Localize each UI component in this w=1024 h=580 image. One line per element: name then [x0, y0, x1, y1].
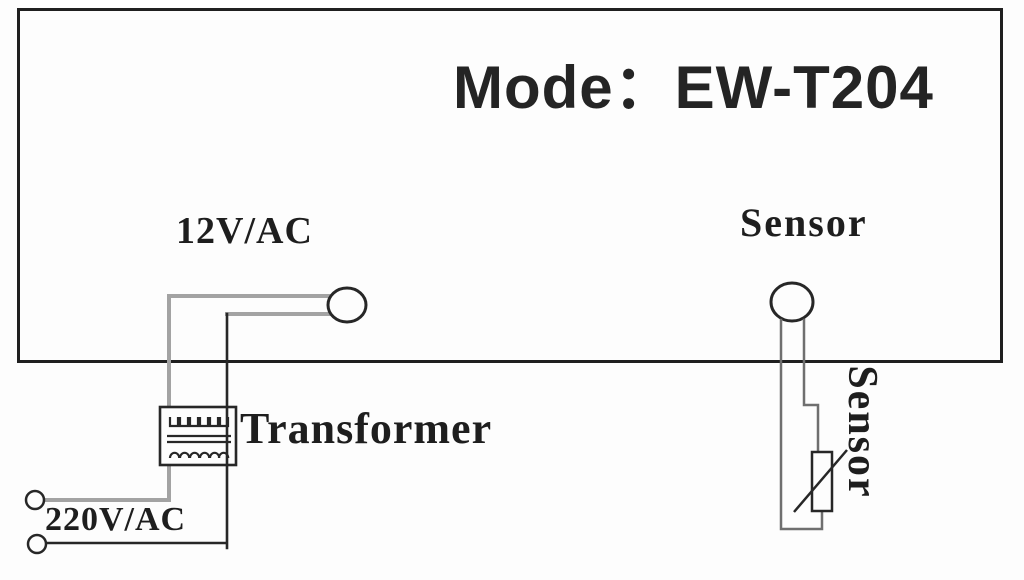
label-transformer: Transformer: [240, 404, 493, 453]
terminal-sensor-circle: [769, 281, 815, 323]
terminals: [24, 281, 815, 555]
thermistor-body: [810, 450, 834, 513]
thermistor-symbol: [793, 449, 848, 513]
sensor-lead-left: [779, 318, 824, 531]
primary-wire: [44, 312, 229, 550]
transformer-primary-coil: [168, 451, 230, 459]
label-220v-ac: 220V/AC: [45, 501, 187, 538]
label-12v-ac: 12V/AC: [176, 210, 313, 252]
transformer-secondary-coil: [168, 417, 230, 428]
terminal-12v-circle: [326, 286, 368, 324]
label-sensor-terminal: Sensor: [740, 200, 868, 245]
mains-terminal-upper: [24, 489, 46, 511]
secondary-wires: [42, 294, 330, 502]
wire-220v: [44, 312, 229, 550]
wire-12v-upper: [42, 294, 330, 502]
sensor-lead-right: [802, 318, 820, 454]
controller-outline: [17, 8, 1003, 363]
sensor-leads: [779, 318, 824, 531]
transformer-core: [167, 434, 231, 444]
transformer-symbol: [158, 405, 238, 467]
thermistor-diagonal: [793, 449, 848, 513]
model-title: Mode：EW-T204: [453, 54, 934, 121]
label-sensor-probe: Sensor: [839, 365, 885, 499]
mains-terminal-lower: [26, 533, 48, 555]
